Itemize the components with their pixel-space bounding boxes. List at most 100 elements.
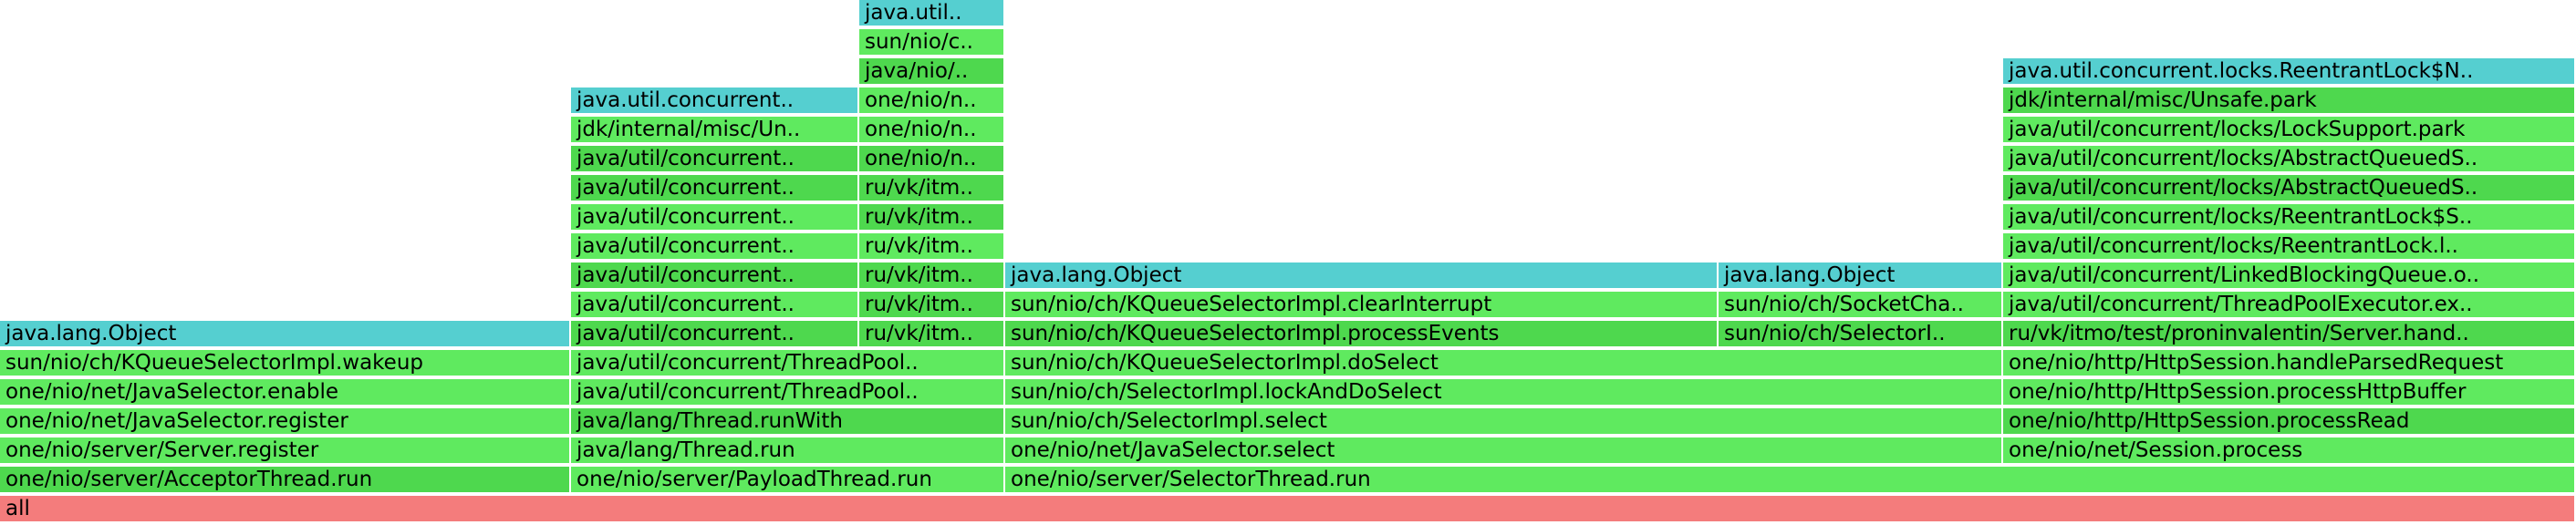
frame-label: ru/vk/itm.. — [865, 322, 973, 345]
frame-label: java/util/concurrent/locks/AbstractQueue… — [2009, 147, 2478, 170]
flame-frame[interactable]: java/util/concurrent/locks/AbstractQueue… — [2003, 175, 2576, 202]
frame-label: one/nio/n.. — [865, 147, 977, 170]
flame-frame[interactable]: java/util/concurrent.. — [571, 262, 859, 290]
flame-frame[interactable]: one/nio/http/HttpSession.processHttpBuff… — [2003, 379, 2576, 407]
frame-label: java/util/concurrent/locks/ReentrantLock… — [2009, 205, 2473, 229]
flame-frame[interactable]: java/nio/.. — [859, 58, 1005, 86]
frame-label: ru/vk/itm.. — [865, 205, 973, 229]
frame-label: one/nio/server/AcceptorThread.run — [5, 468, 373, 491]
flame-frame[interactable]: all — [0, 496, 2576, 523]
flame-frame[interactable]: java/util/concurrent/locks/ReentrantLock… — [2003, 233, 2576, 261]
frame-label: one/nio/http/HttpSession.processRead — [2009, 409, 2410, 433]
frame-label: sun/nio/ch/KQueueSelectorImpl.doSelect — [1011, 351, 1439, 375]
frame-label: one/nio/server/Server.register — [5, 438, 319, 462]
frame-label: jdk/internal/misc/Unsafe.park — [2009, 88, 2317, 112]
frame-label: java.lang.Object — [1011, 263, 1182, 287]
frame-label: java/util/concurrent/locks/ReentrantLock… — [2009, 234, 2458, 258]
flame-frame[interactable]: sun/nio/c.. — [859, 29, 1005, 57]
flame-frame[interactable]: sun/nio/ch/SelectorImpl.select — [1005, 408, 2003, 436]
frame-label: jdk/internal/misc/Un.. — [576, 118, 801, 141]
flame-frame[interactable]: one/nio/net/JavaSelector.register — [0, 408, 571, 436]
frame-label: one/nio/http/HttpSession.handleParsedReq… — [2009, 351, 2504, 375]
flame-frame[interactable]: ru/vk/itm.. — [859, 292, 1005, 319]
flame-frame[interactable]: jdk/internal/misc/Unsafe.park — [2003, 88, 2576, 115]
frame-label: java/util/concurrent.. — [576, 176, 795, 200]
flame-frame[interactable]: sun/nio/ch/KQueueSelectorImpl.doSelect — [1005, 350, 2003, 377]
flame-frame[interactable]: one/nio/server/AcceptorThread.run — [0, 467, 571, 494]
flame-frame[interactable]: sun/nio/ch/SelectorI.. — [1719, 321, 2003, 348]
flame-frame[interactable]: one/nio/server/Server.register — [0, 438, 571, 465]
frame-label: ru/vk/itm.. — [865, 234, 973, 258]
frame-label: java/util/concurrent.. — [576, 322, 795, 345]
flame-frame[interactable]: java/util/concurrent/ThreadPoolExecutor.… — [2003, 292, 2576, 319]
flame-frame[interactable]: java.lang.Object — [1005, 262, 1719, 290]
flame-frame[interactable]: sun/nio/ch/KQueueSelectorImpl.clearInter… — [1005, 292, 1719, 319]
frame-label: java/util/concurrent/locks/AbstractQueue… — [2009, 176, 2478, 200]
flame-frame[interactable]: one/nio/net/JavaSelector.select — [1005, 438, 2003, 465]
flame-frame[interactable]: java/util/concurrent/ThreadPool.. — [571, 350, 1005, 377]
flame-frame[interactable]: sun/nio/ch/KQueueSelectorImpl.processEve… — [1005, 321, 1719, 348]
frame-label: java/util/concurrent/ThreadPool.. — [576, 380, 919, 404]
flame-frame[interactable]: java/util/concurrent/locks/ReentrantLock… — [2003, 204, 2576, 232]
flame-frame[interactable]: one/nio/server/PayloadThread.run — [571, 467, 1005, 494]
flame-frame[interactable]: java/util/concurrent/locks/LockSupport.p… — [2003, 117, 2576, 144]
flame-frame[interactable]: sun/nio/ch/SelectorImpl.lockAndDoSelect — [1005, 379, 2003, 407]
flame-frame[interactable]: one/nio/server/SelectorThread.run — [1005, 467, 2576, 494]
flame-frame[interactable]: java/util/concurrent.. — [571, 292, 859, 319]
frame-label: one/nio/n.. — [865, 118, 977, 141]
frame-label: ru/vk/itm.. — [865, 263, 973, 287]
flame-frame[interactable]: java/util/concurrent.. — [571, 233, 859, 261]
flame-frame[interactable]: ru/vk/itmo/test/proninvalentin/Server.ha… — [2003, 321, 2576, 348]
flame-frame[interactable]: ru/vk/itm.. — [859, 262, 1005, 290]
frame-label: ru/vk/itm.. — [865, 176, 973, 200]
flame-frame[interactable]: ru/vk/itm.. — [859, 233, 1005, 261]
frame-label: one/nio/server/SelectorThread.run — [1011, 468, 1371, 491]
flame-frame[interactable]: java/util/concurrent/ThreadPool.. — [571, 379, 1005, 407]
frame-label: java/util/concurrent.. — [576, 234, 795, 258]
flame-frame[interactable]: sun/nio/ch/KQueueSelectorImpl.wakeup — [0, 350, 571, 377]
frame-label: sun/nio/ch/SelectorI.. — [1724, 322, 1946, 345]
flame-frame[interactable]: one/nio/http/HttpSession.processRead — [2003, 408, 2576, 436]
frame-label: one/nio/n.. — [865, 88, 977, 112]
frame-label: ru/vk/itm.. — [865, 293, 973, 316]
flame-frame[interactable]: java.util.. — [859, 0, 1005, 27]
frame-label: java/util/concurrent.. — [576, 147, 795, 170]
flame-frame[interactable]: java/util/concurrent.. — [571, 204, 859, 232]
flame-frame[interactable]: java/util/concurrent.. — [571, 175, 859, 202]
flame-frame[interactable]: java/lang/Thread.runWith — [571, 408, 1005, 436]
flame-frame[interactable]: one/nio/net/JavaSelector.enable — [0, 379, 571, 407]
frame-label: java/nio/.. — [865, 59, 969, 83]
flame-frame[interactable]: one/nio/http/HttpSession.handleParsedReq… — [2003, 350, 2576, 377]
frame-label: java/lang/Thread.runWith — [576, 409, 843, 433]
frame-label: ru/vk/itmo/test/proninvalentin/Server.ha… — [2009, 322, 2469, 345]
frame-label: java/lang/Thread.run — [576, 438, 795, 462]
flame-frame[interactable]: java.lang.Object — [1719, 262, 2003, 290]
frame-label: java/util/concurrent.. — [576, 205, 795, 229]
flame-frame[interactable]: one/nio/n.. — [859, 146, 1005, 173]
frame-label: sun/nio/ch/SocketCha.. — [1724, 293, 1964, 316]
flame-frame[interactable]: sun/nio/ch/SocketCha.. — [1719, 292, 2003, 319]
flame-frame[interactable]: one/nio/n.. — [859, 117, 1005, 144]
flame-frame[interactable]: one/nio/n.. — [859, 88, 1005, 115]
flame-frame[interactable]: jdk/internal/misc/Un.. — [571, 117, 859, 144]
frame-label: sun/nio/ch/KQueueSelectorImpl.clearInter… — [1011, 293, 1492, 316]
flame-frame[interactable]: java.util.concurrent.. — [571, 88, 859, 115]
frame-label: java/util/concurrent/LinkedBlockingQueue… — [2009, 263, 2480, 287]
flame-frame[interactable]: ru/vk/itm.. — [859, 321, 1005, 348]
flame-frame[interactable]: java.util.concurrent.locks.ReentrantLock… — [2003, 58, 2576, 86]
flame-frame[interactable]: java.lang.Object — [0, 321, 571, 348]
flame-frame[interactable]: one/nio/net/Session.process — [2003, 438, 2576, 465]
flame-frame[interactable]: ru/vk/itm.. — [859, 204, 1005, 232]
flame-frame[interactable]: java/lang/Thread.run — [571, 438, 1005, 465]
frame-label: java/util/concurrent.. — [576, 263, 795, 287]
frame-label: one/nio/server/PayloadThread.run — [576, 468, 932, 491]
frame-label: sun/nio/ch/KQueueSelectorImpl.processEve… — [1011, 322, 1500, 345]
flame-frame[interactable]: java/util/concurrent/LinkedBlockingQueue… — [2003, 262, 2576, 290]
flame-frame[interactable]: java/util/concurrent.. — [571, 321, 859, 348]
flame-frame[interactable]: ru/vk/itm.. — [859, 175, 1005, 202]
frame-label: sun/nio/ch/KQueueSelectorImpl.wakeup — [5, 351, 423, 375]
frame-label: one/nio/net/JavaSelector.select — [1011, 438, 1335, 462]
flame-frame[interactable]: java/util/concurrent.. — [571, 146, 859, 173]
flame-frame[interactable]: java/util/concurrent/locks/AbstractQueue… — [2003, 146, 2576, 173]
